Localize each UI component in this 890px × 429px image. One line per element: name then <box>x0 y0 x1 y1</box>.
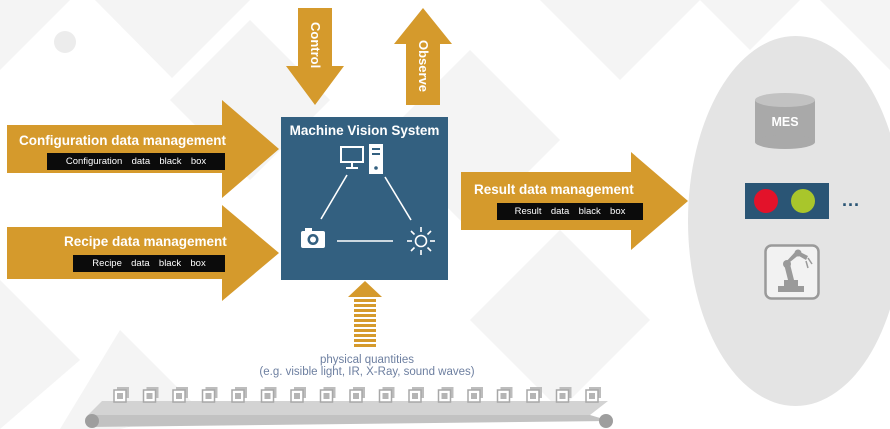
control-arrow: Control <box>286 8 344 105</box>
conveyor-item <box>172 387 188 403</box>
signal-lights-icon <box>745 183 829 219</box>
observe-arrow: Observe <box>394 8 452 105</box>
mvs-title: Machine Vision System <box>289 123 440 138</box>
configuration-arrow: Configuration data management Configurat… <box>7 100 279 198</box>
conveyor-item <box>467 387 483 403</box>
computer-tower-icon <box>369 144 383 174</box>
control-label: Control <box>308 22 323 69</box>
conveyor-item <box>437 387 454 403</box>
conveyor-item <box>496 387 513 403</box>
conveyor-item <box>349 387 365 403</box>
more-indicator: ... <box>842 190 861 210</box>
physical-quantities-line2: (e.g. visible light, IR, X-Ray, sound wa… <box>259 366 475 378</box>
result-title: Result data management <box>474 182 634 197</box>
physical-quantities-line1: physical quantities <box>320 354 414 366</box>
mes-label: MES <box>771 115 799 129</box>
conveyor-item <box>231 387 247 403</box>
recipe-black-box: Recipe data black box <box>73 255 225 272</box>
machine-vision-system-box: Machine Vision System <box>281 117 448 280</box>
camera-icon <box>301 228 325 248</box>
recipe-arrow: Recipe data management Recipe data black… <box>7 205 279 301</box>
conveyor-item <box>408 387 424 403</box>
result-arrow: Result data management Result data black… <box>461 152 688 250</box>
physical-quantities-arrow <box>348 281 382 347</box>
configuration-title: Configuration data management <box>19 133 227 148</box>
result-black-box: Result data black box <box>497 203 643 220</box>
observe-label: Observe <box>416 40 431 93</box>
conveyor-item <box>555 387 572 403</box>
database-icon <box>755 93 815 149</box>
conveyor-item <box>142 387 159 403</box>
conveyor-item <box>378 387 395 403</box>
configuration-black-box: Configuration data black box <box>47 153 225 170</box>
conveyor-items <box>113 387 601 403</box>
conveyor-item <box>290 387 306 403</box>
conveyor-item <box>526 387 542 403</box>
robot-arm-icon <box>764 244 820 300</box>
conveyor-belt <box>85 387 613 428</box>
conveyor-item <box>319 387 336 403</box>
conveyor-item <box>113 387 129 403</box>
conveyor-item <box>201 387 218 403</box>
monitor-icon <box>340 146 364 169</box>
light-source-icon <box>407 227 435 255</box>
recipe-title: Recipe data management <box>64 234 227 249</box>
connection-lines <box>320 174 412 242</box>
conveyor-item <box>585 387 601 403</box>
conveyor-item <box>260 387 277 403</box>
